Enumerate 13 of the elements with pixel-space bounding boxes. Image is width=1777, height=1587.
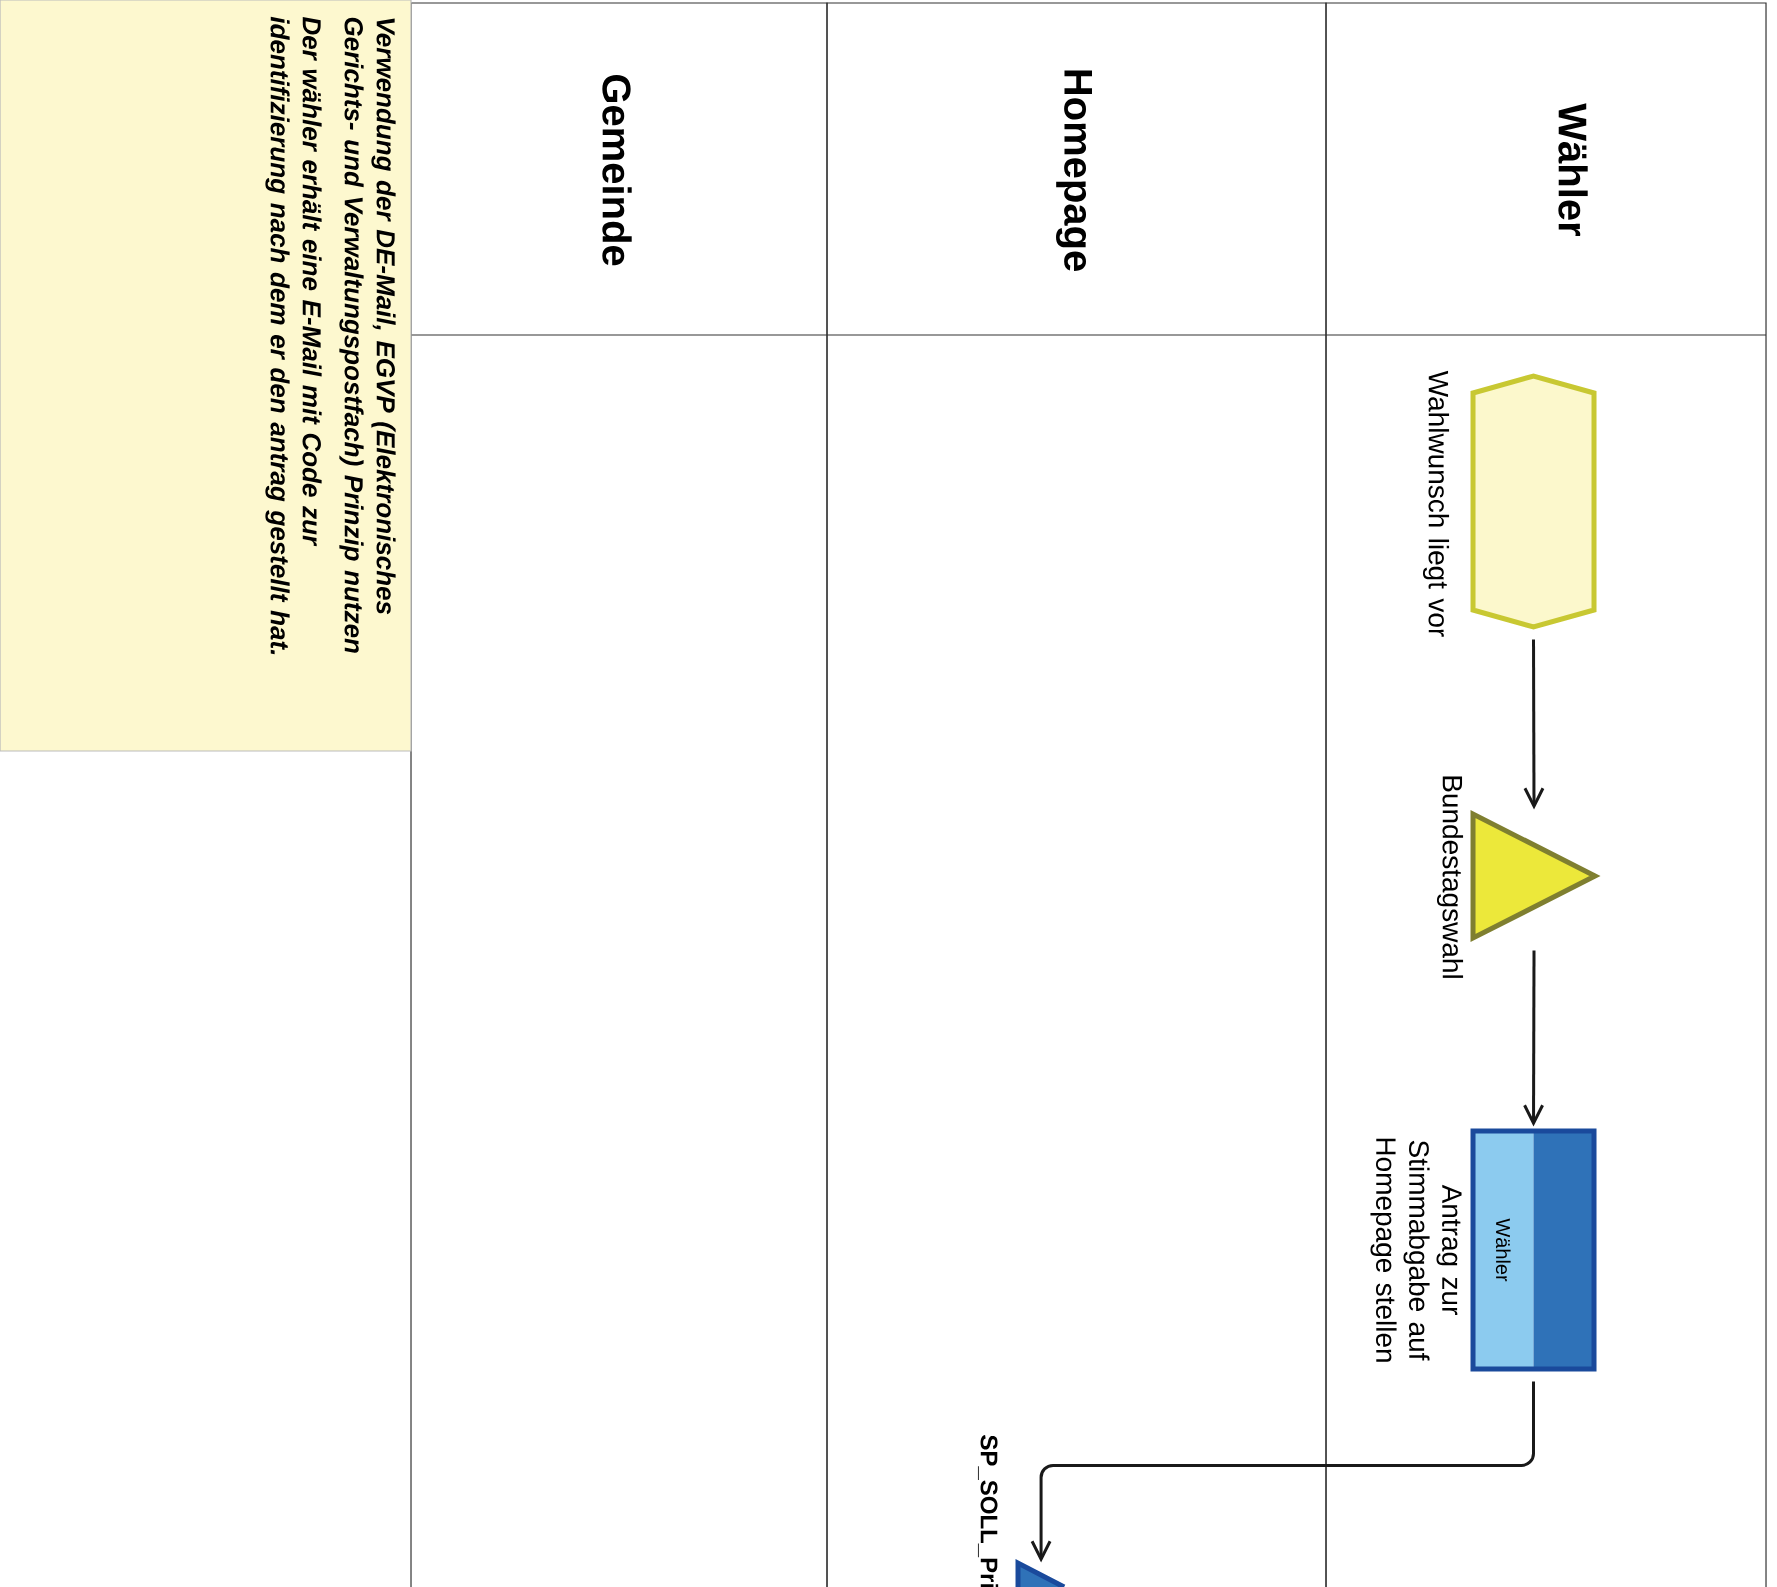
note-text: Verwendung der DE-Mail, EGVP (Elektronisches Gerichts- und Verwaltungspostfach) Prinzip nutzen xyxy=(339,17,396,653)
hexagon-shape xyxy=(1470,373,1597,630)
process-box: Wähler xyxy=(1470,1128,1597,1372)
arrow xyxy=(1523,950,1544,1127)
node-label: SP_SOLL_Pri xyxy=(977,1435,999,1587)
node-label: Antrag zur Stimmabgabe auf Homepage stellen xyxy=(1370,1138,1462,1362)
node-label: Wahlwunsch liegt vor xyxy=(1422,370,1450,637)
arrow xyxy=(1523,639,1545,810)
triangle-shape xyxy=(1015,1558,1066,1587)
note-text: Der wähler erhält eine E-Mail mit Code zur identifizierung nach dem er den antrag gestellt hat. xyxy=(265,16,322,655)
arrow xyxy=(1030,1381,1535,1563)
note-box xyxy=(0,0,412,752)
node-label: Bundestagswahl xyxy=(1436,776,1464,978)
